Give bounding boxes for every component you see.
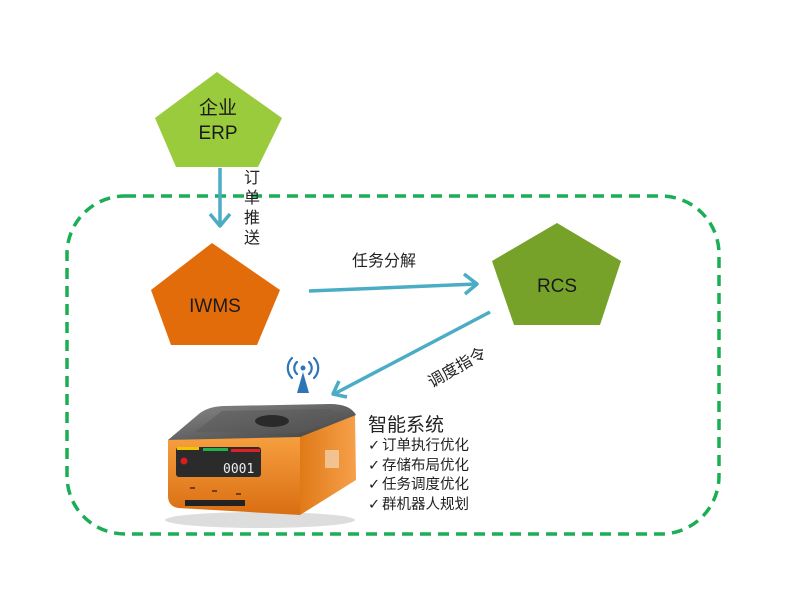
- checkmark-icon: ✓: [368, 496, 381, 513]
- task-decompose-label: 任务分解: [352, 251, 416, 270]
- iwms-node[interactable]: IWMS: [151, 243, 280, 345]
- system-boundary: [65, 194, 721, 536]
- smart-system-feature-list: ✓订单执行优化 ✓存储布局优化 ✓任务调度优化 ✓群机器人规划: [368, 437, 469, 515]
- feature-item: ✓群机器人规划: [368, 496, 469, 516]
- feature-item: ✓任务调度优化: [368, 476, 469, 496]
- checkmark-icon: ✓: [368, 438, 381, 454]
- feature-text: 任务调度优化: [382, 477, 469, 493]
- feature-text: 群机器人规划: [382, 496, 469, 513]
- iwms-to-rcs-arrow: [308, 272, 479, 296]
- feature-text: 存储布局优化: [382, 457, 469, 474]
- robot-front-panel: [176, 447, 261, 477]
- order-push-char-4: 送: [244, 228, 260, 247]
- feature-text: 订单执行优化: [382, 438, 469, 454]
- erp-pentagon: [155, 72, 282, 167]
- iwms-label: IWMS: [189, 296, 241, 317]
- order-push-char-1: 订: [244, 168, 260, 187]
- erp-label-line2: ERP: [198, 123, 237, 144]
- rcs-label: RCS: [537, 276, 577, 297]
- rcs-pentagon: [492, 223, 621, 325]
- smart-system-title: 智能系统: [368, 414, 445, 436]
- erp-to-iwms-arrow: [208, 168, 232, 228]
- feature-item: ✓存储布局优化: [368, 457, 469, 477]
- indicator-red: [231, 449, 260, 452]
- agv-robot-image: 0001: [165, 404, 356, 528]
- rcs-node[interactable]: RCS: [492, 223, 621, 325]
- erp-node[interactable]: 企业 ERP: [155, 72, 282, 167]
- dispatch-command-label: 调度指令: [425, 343, 490, 391]
- order-push-char-3: 推: [244, 208, 260, 227]
- robot-id-display: 0001: [223, 462, 254, 477]
- order-push-label: 订 单 推 送: [244, 168, 260, 247]
- iwms-pentagon: [151, 243, 280, 345]
- order-push-char-2: 单: [244, 188, 260, 207]
- indicator-green: [203, 448, 228, 451]
- checkmark-icon: ✓: [368, 477, 381, 493]
- robot-lift-disc: [255, 415, 289, 427]
- robot-power-button: [180, 457, 188, 465]
- rcs-to-robot-arrow: [331, 310, 491, 399]
- checkmark-icon: ✓: [368, 457, 381, 474]
- wireless-antenna-icon: [286, 356, 320, 393]
- feature-item: ✓订单执行优化: [368, 437, 469, 457]
- erp-label-line1: 企业: [199, 97, 237, 119]
- indicator-yellow: [177, 447, 199, 450]
